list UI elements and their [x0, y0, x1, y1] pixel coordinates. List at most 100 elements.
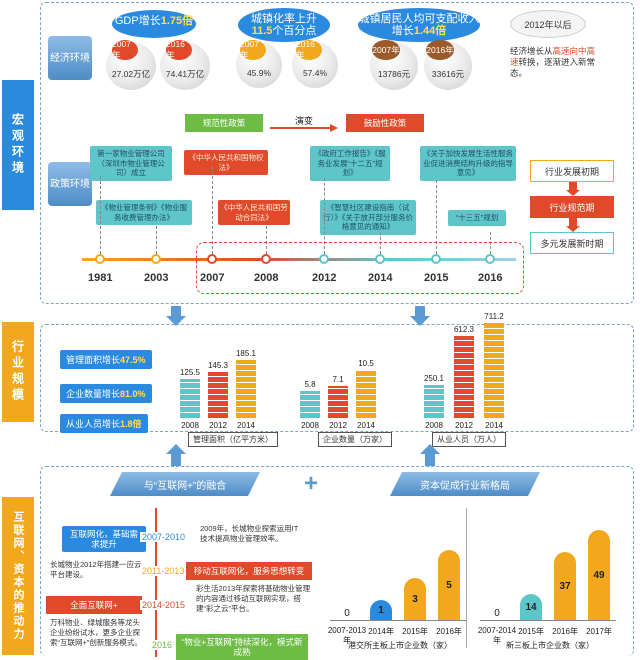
company-xlabel-2012: 2012 — [329, 421, 347, 430]
stem-2014 — [380, 232, 381, 254]
hkex-xlabel-2007-2013年: 2007-2013年 — [327, 626, 367, 645]
section-label-driving: 互联网、资本的推动力 — [2, 497, 34, 655]
area-xlabel-2012: 2012 — [209, 421, 227, 430]
area-value-2008: 125.5 — [179, 367, 201, 377]
economy-label: 经济环境 — [48, 36, 92, 80]
policy-phase-encouraging: 鼓励性政策 — [346, 114, 424, 132]
income-header: 城镇居民人均可支配收入 增长1.44倍 — [358, 8, 480, 42]
stem-2003 — [156, 226, 157, 254]
internet-text-4: 万科物业、绿城服务等龙头企业纷纷试水，更多企业探索“互联网+”创新服务模式。 — [50, 618, 142, 647]
dot-1981 — [95, 254, 105, 264]
company-value-2014: 10.5 — [358, 359, 374, 368]
policy-box-2014: 《智慧社区建设指南（试行）》《关于放开部分服务价格意见的通知》 — [320, 200, 416, 235]
neeq-value-2016年: 37 — [559, 581, 571, 593]
policy-box-2015: 《关于加快发展生活性服务业促进消费结构升级的指导意见》 — [420, 146, 516, 181]
neeq-xlabel-2015年: 2015年 — [518, 627, 544, 636]
down-arrow-right — [410, 306, 430, 326]
year-2008: 2008 — [254, 272, 279, 284]
gdp-2016-badge: 2016年 — [166, 39, 192, 60]
since-2012-bubble: 2012年以后 — [510, 10, 586, 38]
dot-2007 — [207, 254, 217, 264]
area-xlabel-2008: 2008 — [181, 421, 199, 430]
policy-label: 政策环境 — [48, 162, 92, 206]
neeq-axis-line — [480, 620, 616, 621]
company-xlabel-2014: 2014 — [357, 421, 375, 430]
internet-header: 与“互联网+”的融合 — [110, 472, 260, 496]
internet-text-3: 彩生活2013年探索将基础物业管理的内容通过移动互联网实现，搭建“彩之云”平台。 — [196, 584, 311, 613]
neeq-xlabel-2007-2014年: 2007-2014年 — [477, 626, 517, 645]
stage-initial: 行业发展初期 — [530, 160, 614, 182]
staff-value-2014: 711.2 — [484, 312, 504, 321]
internet-year-2: 2011-2013 — [140, 566, 187, 576]
down-arrow-left — [166, 306, 186, 326]
dot-2016 — [485, 254, 495, 264]
staff-bar-2012 — [454, 336, 474, 418]
stat-company-growth: 企业数量增长81.0% — [60, 384, 152, 403]
internet-text-1: 2009年，长城物业探索运用IT技术提高物业管理效率。 — [200, 524, 299, 543]
neeq-bar-2015年 — [520, 594, 542, 620]
staff-chart-title: 从业人员（万人） — [432, 432, 506, 447]
stage-diversified: 多元发展新时期 — [530, 232, 614, 254]
hkex-bar-2015年 — [404, 578, 426, 620]
dot-2015 — [431, 254, 441, 264]
company-xlabel-2008: 2008 — [301, 421, 319, 430]
hkex-value-2015年: 3 — [412, 594, 418, 605]
industry-panel — [40, 324, 634, 432]
urban-2007-badge: 2007年 — [240, 39, 266, 60]
timeline-highlight — [196, 242, 524, 294]
stem-2016 — [490, 232, 491, 254]
section-label-industry: 行业规模 — [2, 322, 34, 422]
year-2012: 2012 — [312, 272, 337, 284]
hkex-bar-2014年 — [370, 600, 392, 620]
area-xlabel-2014: 2014 — [237, 421, 255, 430]
area-bar-2008 — [180, 378, 200, 418]
policy-box-2016: “十三五”规划 — [448, 210, 506, 226]
company-bar-2008 — [300, 391, 320, 418]
staff-bar-2014 — [484, 323, 504, 418]
policy-box-2003: 《物业管理条例》《物业服务收费管理办法》 — [96, 200, 192, 225]
urbanization-header: 城镇化率上升 11.5个百分点 — [238, 8, 330, 42]
policy-box-2012: 《政府工作报告》《服务业发展“十二五”规划》 — [310, 146, 390, 181]
neeq-value-2015年: 14 — [525, 602, 537, 614]
income-2016-badge: 2016年 — [426, 40, 454, 60]
company-chart-title: 企业数量（万家） — [318, 432, 392, 447]
dot-2008 — [261, 254, 271, 264]
stem-2015 — [436, 180, 437, 254]
staff-xlabel-2012: 2012 — [455, 421, 473, 430]
stage-arrows — [566, 182, 580, 232]
area-bar-2012 — [208, 372, 228, 418]
urban-2016-badge: 2016年 — [296, 39, 322, 60]
company-bar-2014 — [356, 370, 376, 418]
neeq-xlabel-2016年: 2016年 — [552, 627, 578, 636]
hkex-bar-2016年 — [438, 550, 460, 620]
stem-2008 — [266, 226, 267, 254]
area-chart-title: 管理面积（亿平方米） — [188, 432, 278, 447]
gdp-2007-badge: 2007年 — [112, 39, 138, 60]
up-arrow-left — [166, 444, 186, 466]
staff-value-2008: 250.1 — [423, 373, 445, 383]
area-value-2012: 145.3 — [207, 361, 229, 371]
hkex-xlabel-2015年: 2015年 — [402, 627, 428, 636]
macro-panel — [40, 2, 634, 304]
neeq-bar-2016年 — [554, 552, 576, 620]
year-2016: 2016 — [478, 272, 503, 284]
stat-area-growth: 管理面积增长47.5% — [60, 350, 152, 369]
internet-text-2: 长城物业2012年搭建一应云平台建设。 — [50, 560, 142, 579]
internet-ribbon-1: 互联网化，基础需求提升 — [62, 526, 146, 552]
internet-year-1: 2007-2010 — [140, 532, 188, 542]
hkex-xlabel-2016年: 2016年 — [436, 627, 462, 636]
area-value-2014: 185.1 — [235, 349, 257, 358]
policy-box-2007: 《中华人民共和国物权法》 — [184, 150, 268, 175]
dot-2012 — [319, 254, 329, 264]
neeq-xlabel-2017年: 2017年 — [586, 627, 612, 636]
company-value-2008: 5.8 — [304, 380, 316, 390]
internet-ribbon-4: “物业+互联网”持续深化，模式新成熟 — [176, 634, 308, 660]
neeq-bar-2017年 — [588, 530, 610, 620]
section-label-macro: 宏观环境 — [2, 80, 34, 210]
year-2015: 2015 — [424, 272, 449, 284]
capital-divider — [466, 508, 467, 648]
dot-2014 — [375, 254, 385, 264]
internet-year-4: 2016 — [150, 640, 175, 650]
capital-header: 资本促成行业新格局 — [390, 472, 540, 496]
up-arrow-right — [420, 444, 440, 466]
